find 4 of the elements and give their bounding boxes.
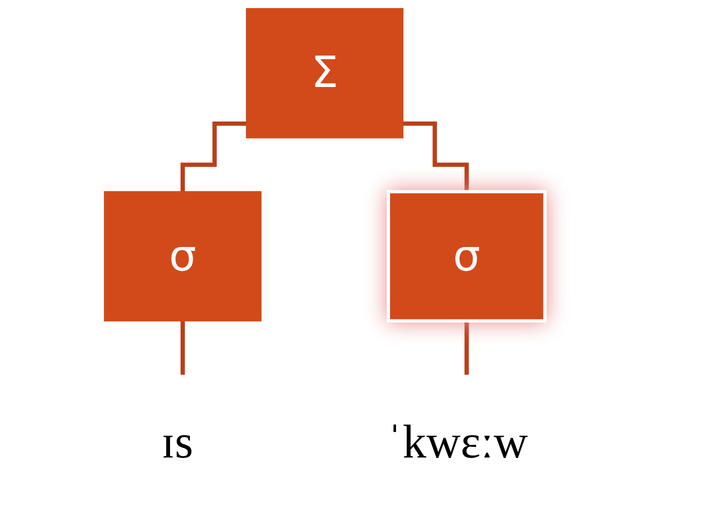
node-box: σ xyxy=(104,191,262,322)
node-box: Σ xyxy=(246,8,404,138)
node-text: ˈkwɛːw xyxy=(386,416,528,468)
node-text: ɪs xyxy=(162,416,194,468)
